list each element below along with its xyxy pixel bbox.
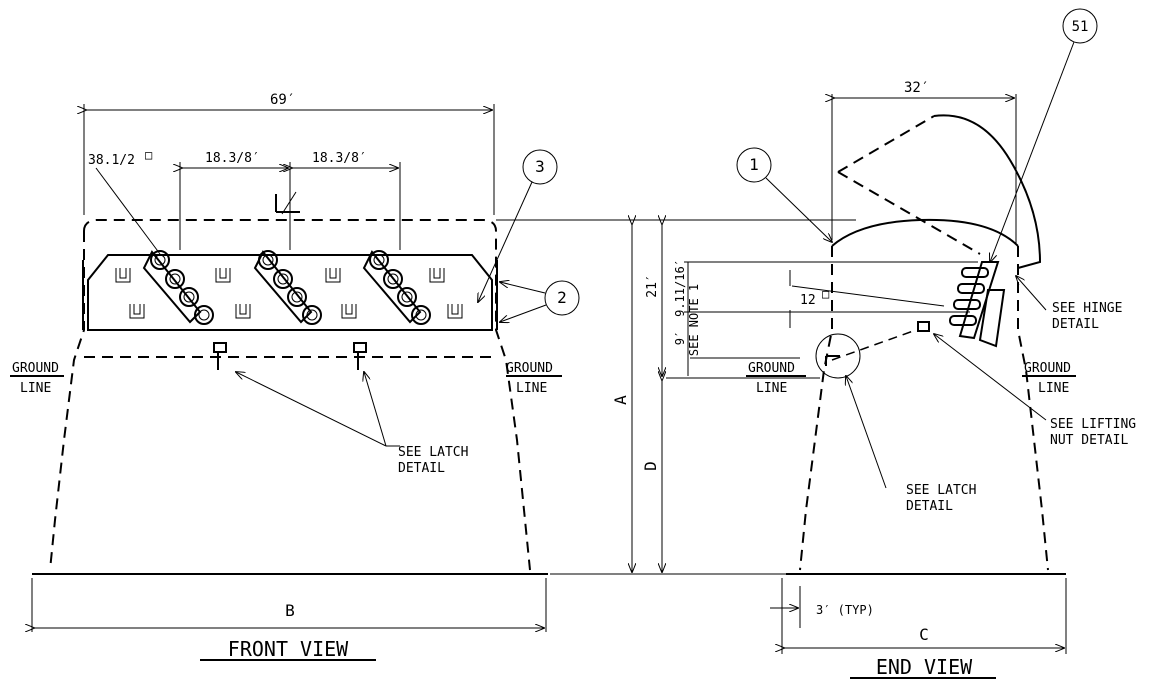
parking-stand-group	[115, 268, 463, 319]
latch-note-1: SEE LATCH	[398, 445, 468, 460]
latch-leader-2	[364, 372, 387, 447]
end-latch	[825, 355, 840, 366]
see-note-1: SEE NOTE 1	[687, 284, 701, 356]
dim-text-spacing-2: 18.3/8′	[312, 151, 367, 166]
end-body-right	[1017, 246, 1049, 571]
end-body-left	[799, 246, 833, 571]
front-enclosure-outline-right	[83, 219, 531, 571]
end-lifting-nut	[917, 321, 930, 332]
balloon-51-leader	[990, 41, 1075, 262]
ground-text-left-2: LINE	[20, 381, 51, 396]
lifting-note-1: SEE LIFTING	[1050, 417, 1136, 432]
angle-symbol: □	[822, 287, 829, 301]
dim-text-b: B	[285, 601, 295, 620]
ground-text-right-1: GROUND	[506, 361, 553, 376]
dim-text-21: 21′	[645, 274, 660, 297]
end-latch-note-1: SEE LATCH	[906, 483, 976, 498]
front-bushing-panel	[87, 254, 493, 331]
end-latch-callout-circle	[815, 333, 861, 379]
balloon-3-leader	[478, 181, 533, 302]
lifting-leader	[934, 334, 1047, 421]
balloon-1-leader	[765, 177, 832, 242]
hinge-note-2: DETAIL	[1052, 317, 1099, 332]
end-view	[736, 8, 1098, 679]
hinge-leader	[1016, 276, 1047, 311]
end-ground-left-1: GROUND	[748, 361, 795, 376]
end-lid-closed	[831, 218, 1019, 247]
front-view	[10, 104, 580, 661]
end-ground-left-2: LINE	[756, 381, 787, 396]
ground-text-right-2: LINE	[516, 381, 547, 396]
latch-left	[213, 342, 227, 370]
balloon-2	[544, 280, 580, 316]
end-latch-note-2: DETAIL	[906, 499, 953, 514]
balloon-1	[736, 147, 772, 183]
balloon-51	[1062, 8, 1098, 44]
height-dimensions	[496, 220, 978, 575]
dim-text-c: C	[919, 625, 929, 644]
end-lid-open-bottom	[837, 171, 981, 255]
dim-text-9-11-16: 9.11/16′	[673, 259, 687, 317]
front-enclosure-outline-left	[49, 231, 85, 571]
bushing-cluster-1	[142, 250, 214, 325]
end-ground-right-2: LINE	[1038, 381, 1069, 396]
end-bushing-assembly	[949, 261, 1006, 348]
dim-text-38: 38.1/2	[88, 153, 135, 168]
end-latch-leader	[846, 376, 887, 489]
latch-note-2: DETAIL	[398, 461, 445, 476]
front-view-title: FRONT VIEW	[228, 637, 349, 661]
dim-text-69: 69′	[270, 92, 295, 108]
dim-text-d: D	[641, 461, 660, 471]
balloon-2-label: 2	[557, 288, 567, 307]
balloon-1-label: 1	[749, 155, 759, 174]
latch-leader-1	[236, 372, 387, 447]
bushing-cluster-2	[253, 250, 322, 325]
balloon-51-label: 51	[1072, 19, 1089, 35]
dim-text-9: 9′	[673, 331, 687, 345]
end-view-title: END VIEW	[876, 655, 973, 679]
dim-text-32: 32′	[904, 80, 929, 96]
bushing-cluster-3	[362, 250, 431, 325]
end-lid-open-arc	[933, 114, 1042, 269]
angle-text: 12	[800, 293, 816, 308]
dim-text-wall: 3′ (TYP)	[816, 603, 874, 617]
dim-text-spacing-1: 18.3/8′	[205, 151, 260, 166]
dim-text-38-symbol: □	[145, 148, 152, 162]
end-lid-open-top	[837, 115, 935, 173]
hinge-note-1: SEE HINGE	[1052, 301, 1122, 316]
latch-right	[353, 342, 367, 370]
end-ground-right-1: GROUND	[1024, 361, 1071, 376]
balloon-2-leader-b	[500, 304, 547, 322]
centerline-symbol	[275, 191, 300, 215]
dim-angle-ref	[791, 285, 945, 307]
ground-text-left-1: GROUND	[12, 361, 59, 376]
lifting-note-2: NUT DETAIL	[1050, 433, 1128, 448]
dim-leader-angle	[95, 167, 161, 255]
balloon-2-leader-a	[500, 282, 546, 294]
dim-text-a: A	[611, 395, 630, 405]
balloon-3-label: 3	[535, 157, 545, 176]
balloon-3	[522, 149, 558, 185]
